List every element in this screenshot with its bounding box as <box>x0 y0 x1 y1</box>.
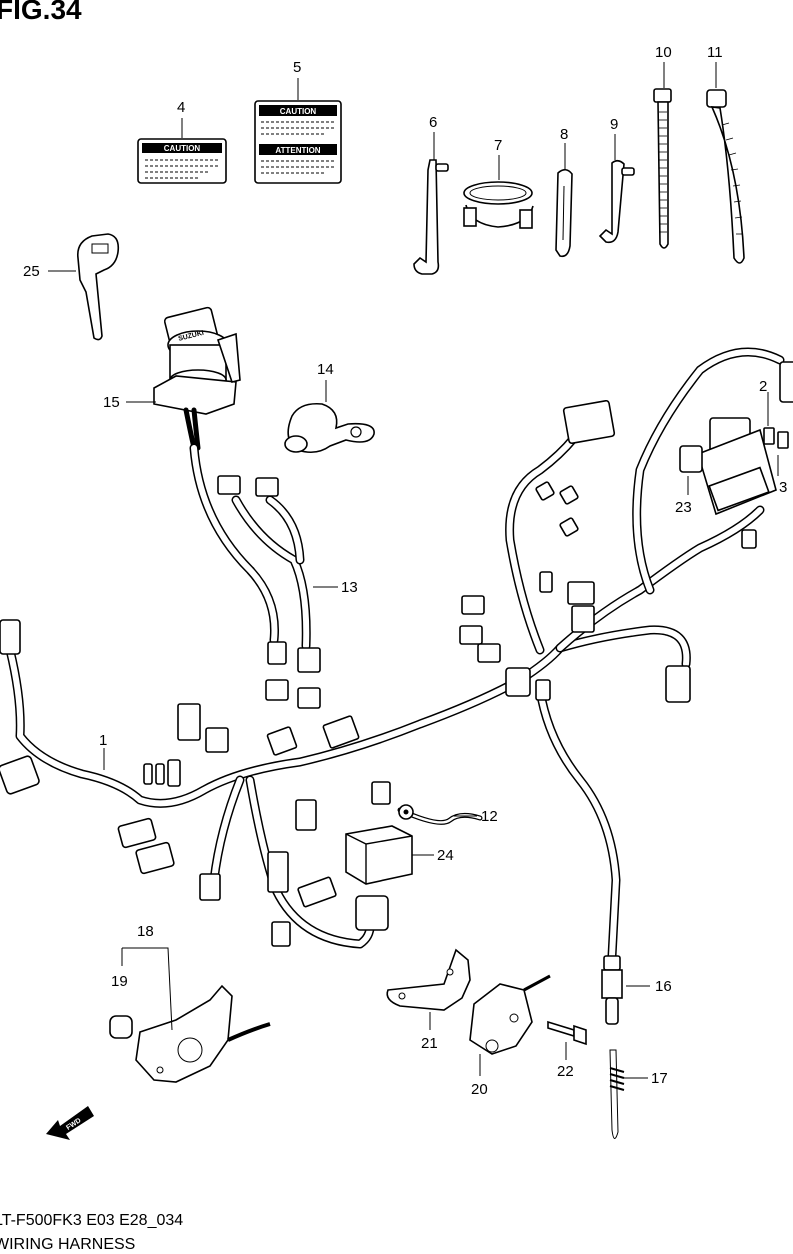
cable-tie-10 <box>653 88 672 249</box>
ignition-switch: SUZUKI <box>153 306 241 451</box>
callout-17: 17 <box>651 1070 668 1087</box>
callout-22: 22 <box>557 1063 574 1080</box>
sensor-14 <box>284 402 375 454</box>
callout-10: 10 <box>655 44 672 61</box>
relay-24 <box>345 825 413 885</box>
clamp-9 <box>598 159 635 244</box>
switch-assembly-18 <box>135 984 271 1083</box>
sensor-16 <box>601 955 623 1139</box>
main-harness <box>5 347 785 961</box>
model-code: LT-F500FK3 E03 E28_034 <box>0 1212 184 1229</box>
callout-19: 19 <box>111 973 128 990</box>
callout-7: 7 <box>494 137 502 154</box>
fwd-arrow-icon: FWD <box>46 1106 94 1140</box>
leader-lines <box>48 62 779 1079</box>
callout-1: 1 <box>99 732 107 749</box>
fwd-text: FWD <box>65 1117 82 1132</box>
callout-11: 11 <box>707 44 723 61</box>
callout-18: 18 <box>137 923 154 940</box>
cable-tie-11 <box>706 89 745 264</box>
connectors <box>0 361 793 947</box>
callout-6: 6 <box>429 114 437 131</box>
callout-4: 4 <box>177 99 185 116</box>
bolt-22 <box>547 1020 587 1046</box>
callout-2: 2 <box>759 378 767 395</box>
clamp-8 <box>555 168 573 258</box>
callout-16: 16 <box>655 978 672 995</box>
caution-large-text: CAUTION <box>280 107 317 116</box>
callout-21: 21 <box>421 1035 438 1052</box>
switch-20 <box>469 974 551 1055</box>
clamp-band-7 <box>463 181 534 229</box>
ignition-key <box>76 233 120 341</box>
ground-wire-12 <box>398 804 414 820</box>
fuse-box <box>679 417 789 516</box>
callout-20: 20 <box>471 1081 488 1098</box>
grommet-19 <box>109 1015 133 1039</box>
callout-5: 5 <box>293 59 301 76</box>
callout-13: 13 <box>341 579 358 596</box>
attention-text: ATTENTION <box>275 146 320 155</box>
callout-25: 25 <box>23 263 40 280</box>
callout-23: 23 <box>675 499 692 516</box>
figure-title: FIG.34 <box>0 0 82 25</box>
caution-label-small: CAUTION <box>137 138 227 184</box>
callout-8: 8 <box>560 126 568 143</box>
clamp-6 <box>413 159 449 275</box>
callout-14: 14 <box>317 361 334 378</box>
bracket-21 <box>386 948 471 1011</box>
callout-24: 24 <box>437 847 454 864</box>
callout-15: 15 <box>103 394 120 411</box>
callout-9: 9 <box>610 116 618 133</box>
caution-label-small-text: CAUTION <box>164 144 201 153</box>
callout-numbers: 1 2 3 4 5 6 7 8 9 10 11 12 13 14 15 16 1… <box>23 44 787 1098</box>
figure-name: WIRING HARNESS <box>0 1236 136 1253</box>
callout-12: 12 <box>481 808 498 825</box>
caution-attention-label: CAUTION ATTENTION <box>254 100 342 184</box>
callout-3: 3 <box>779 479 787 496</box>
spring-17 <box>609 1067 625 1091</box>
